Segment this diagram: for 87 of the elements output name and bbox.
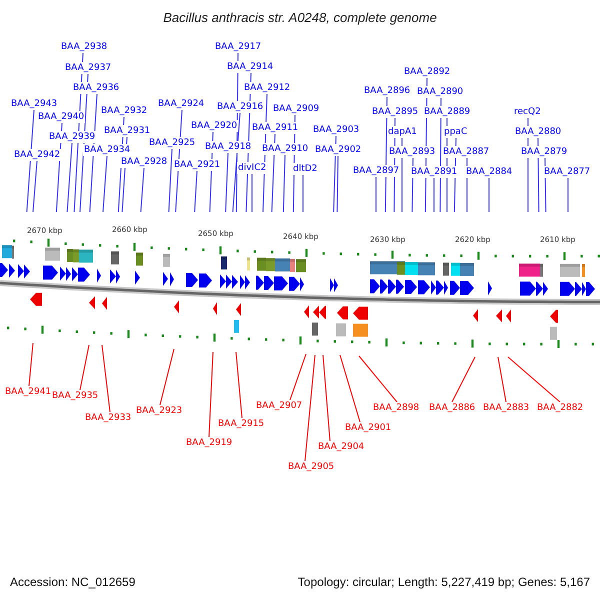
gene-label: BAA_2931 [103,125,152,137]
gene-label: BAA_2890 [416,86,464,98]
gene-label: BAA_2907 [255,400,304,412]
gene-label: BAA_2887 [442,146,490,158]
leader-line [32,160,38,212]
gene-label: BAA_2928 [120,156,168,168]
gene-label: BAA_2880 [514,126,562,138]
gene-label: BAA_2932 [100,105,148,117]
gene-label: BAA_2892 [403,66,452,78]
info-text: Topology: circular; Length: 5,227,419 bp; Genes: 5,167 [298,575,590,590]
gene-label: BAA_2914 [226,61,274,73]
gene-label: BAA_2910 [261,143,310,155]
leader-line [26,110,34,212]
leader-line [232,112,240,212]
leader-line [340,354,360,422]
gene-label: BAA_2933 [84,412,132,424]
gene-label: BAA_2919 [185,437,234,449]
gene-label: BAA_2901 [344,422,392,434]
gene-label: BAA_2915 [217,418,266,430]
leader-line [508,356,560,402]
gene-label: BAA_2925 [148,137,196,149]
gene-label: BAA_2893 [388,146,436,158]
gene-label: divIC2 [237,162,268,174]
leader-line [336,156,338,212]
gene-label: BAA_2877 [543,166,592,178]
gene-label: BAA_2943 [10,98,58,110]
leader-line [80,344,90,390]
leader-line [358,356,398,402]
gene-label: ppaC [443,126,468,138]
gene-label: BAA_2911 [251,122,300,134]
leader-line [66,142,72,212]
gene-label: BAA_2897 [352,165,400,177]
leader-line [160,348,174,406]
gene-label: BAA_2916 [216,101,264,113]
gene-label: BAA_2905 [287,461,336,473]
gene-label: BAA_2940 [37,111,86,123]
leader-line [102,344,110,412]
leader-line [102,156,108,212]
leader-line [304,354,316,462]
gene-label: BAA_2936 [72,82,120,94]
gene-label: BAA_2883 [482,402,530,414]
gene-label: BAA_2938 [60,41,108,53]
gene-label: BAA_2909 [272,103,320,115]
gene-label: BAA_2941 [4,386,52,398]
leader-line [225,152,228,212]
leader-line [452,356,476,402]
leader-line [194,170,198,212]
gene-label: BAA_2891 [410,166,458,178]
leader-line [208,352,214,438]
gene-label: BAA_2935 [51,390,100,402]
leader-line [282,154,286,212]
gene-label: BAA_2886 [428,402,476,414]
leader-line [236,352,242,418]
gene-label: BAA_2904 [317,441,366,453]
gene-label: BAA_2896 [363,85,412,97]
gene-label: BAA_2889 [423,106,472,118]
leader-line [168,148,172,212]
gene-label: BAA_2898 [372,402,420,414]
leader-line [290,354,306,400]
gene-label: dltD2 [292,163,318,175]
gene-label: BAA_2942 [13,149,62,161]
gene-label: BAA_2884 [465,166,514,178]
gene-label: BAA_2924 [157,98,206,110]
gene-label: BAA_2902 [314,144,362,156]
leader-line [488,178,490,212]
gene-label: dapA1 [387,126,418,138]
gene-label: BAA_2879 [520,146,568,158]
leader-line [140,168,144,212]
leader-line [322,354,330,442]
leader-line [302,174,304,212]
leader-line [498,356,506,402]
gene-label: BAA_2934 [83,144,132,156]
gene-label: BAA_2882 [536,402,584,414]
gene-label: BAA_2939 [48,131,96,143]
gene-label: BAA_2895 [371,106,420,118]
gene-label: BAA_2917 [214,41,262,53]
gene-label: BAA_2921 [173,159,222,171]
gene-label: BAA_2912 [243,82,292,94]
gene-label: BAA_2937 [64,62,112,74]
gene-label: BAA_2903 [312,124,360,136]
diagram-title: Bacillus anthracis str. A0248, complete genome [162,10,438,26]
leader-line [28,342,34,386]
gene-label: recQ2 [513,106,542,118]
gene-label: BAA_2918 [204,141,252,153]
info-text: Accession: NC_012659 [10,575,136,590]
gene-label: BAA_2920 [190,120,238,132]
gene-label: BAA_2923 [135,405,184,417]
